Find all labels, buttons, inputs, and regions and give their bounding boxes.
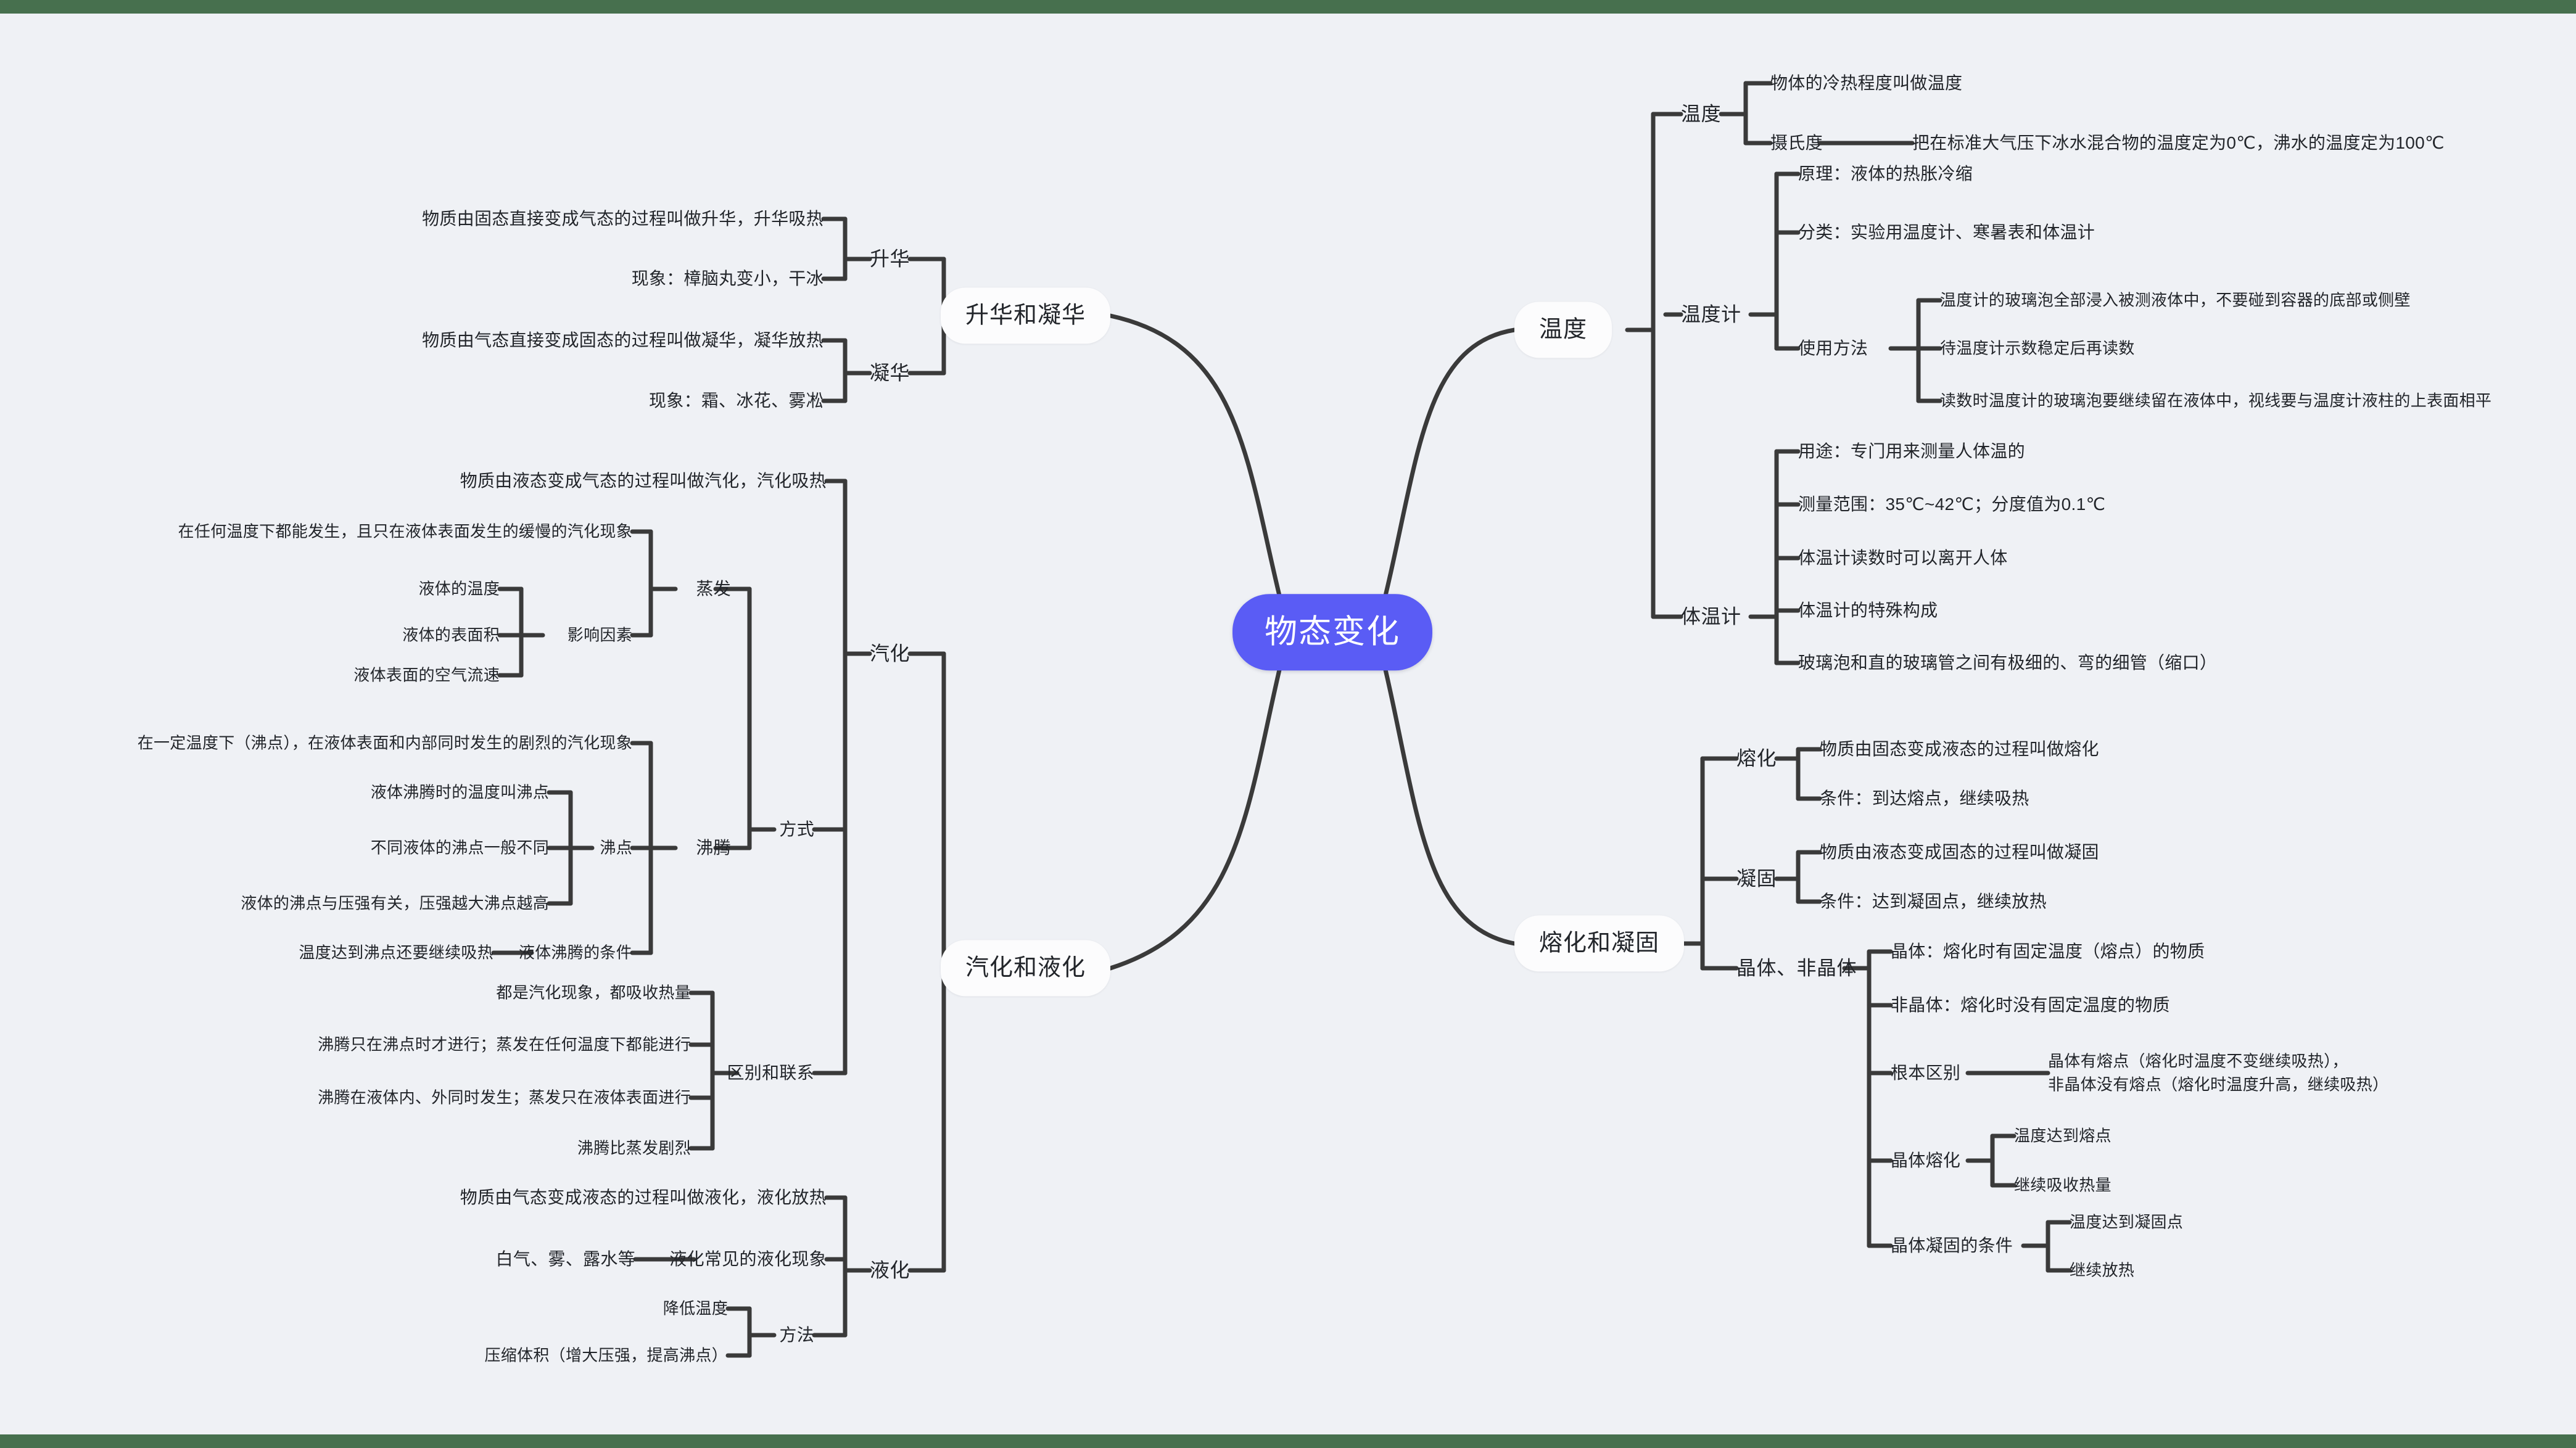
leaf-amorphous-definition[interactable]: 非晶体：熔化时没有固定温度的物质: [1891, 995, 2170, 1015]
leaf-sublimation-phenomena[interactable]: 现象：樟脑丸变小，干冰: [631, 269, 824, 289]
node-differences-and-links[interactable]: 区别和联系: [727, 1063, 814, 1083]
branch-node-temperature[interactable]: 温度: [1514, 302, 1612, 358]
leaf-crystal-melting-cond-1[interactable]: 温度达到熔点: [2014, 1126, 2112, 1145]
leaf-factor-air-flow[interactable]: 液体表面的空气流速: [353, 665, 500, 685]
leaf-clinical-structure[interactable]: 体温计的特殊构成: [1798, 601, 1938, 620]
difference-line-2: 非晶体没有熔点（熔化时温度升高，继续吸热）: [2048, 1075, 2389, 1093]
node-evaporation-factors[interactable]: 影响因素: [567, 625, 632, 644]
leaf-thermometer-types[interactable]: 分类：实验用温度计、寒暑表和体温计: [1798, 223, 2095, 242]
leaf-crystal-definition[interactable]: 晶体：熔化时有固定温度（熔点）的物质: [1891, 942, 2205, 961]
node-boiling-conditions[interactable]: 液体沸腾的条件: [518, 943, 632, 962]
node-boiling-point[interactable]: 沸点: [600, 838, 632, 857]
node-vaporization[interactable]: 汽化: [869, 642, 910, 665]
node-crystal-solidification-conditions[interactable]: 晶体凝固的条件: [1891, 1236, 2013, 1256]
node-crystal-melting[interactable]: 晶体熔化: [1891, 1151, 1961, 1170]
leaf-crystal-solidification-cond-2[interactable]: 继续放热: [2070, 1261, 2135, 1280]
branch-node-sublimation-deposition[interactable]: 升华和凝华: [940, 287, 1110, 344]
leaf-usage-step-2[interactable]: 待温度计示数稳定后再读数: [1940, 339, 2135, 358]
bottom-accent-band: [0, 1434, 2576, 1448]
node-melting[interactable]: 熔化: [1736, 747, 1777, 770]
leaf-clinical-purpose[interactable]: 用途：专门用来测量人体温的: [1798, 442, 2025, 461]
leaf-difference-3[interactable]: 沸腾在液体内、外同时发生；蒸发只在液体表面进行: [318, 1088, 691, 1107]
leaf-boiling-point-varies[interactable]: 不同液体的沸点一般不同: [370, 838, 549, 857]
leaf-celsius-definition[interactable]: 把在标准大气压下冰水混合物的温度定为0℃，沸水的温度定为100℃: [1912, 133, 2445, 153]
node-crystal-amorphous[interactable]: 晶体、非晶体: [1736, 956, 1857, 979]
leaf-solidification-condition[interactable]: 条件：达到凝固点，继续放热: [1820, 892, 2047, 911]
root-node[interactable]: 物态变化: [1232, 594, 1432, 670]
leaf-usage-step-1[interactable]: 温度计的玻璃泡全部浸入被测液体中，不要碰到容器的底部或侧壁: [1940, 290, 2411, 310]
leaf-clinical-constriction[interactable]: 玻璃泡和直的玻璃管之间有极细的、弯的细管（缩口）: [1798, 653, 2218, 673]
leaf-liquefaction-phenomena-detail[interactable]: 白气、雾、露水等: [495, 1249, 635, 1269]
leaf-difference-4[interactable]: 沸腾比蒸发剧烈: [577, 1138, 691, 1158]
leaf-factor-surface-area[interactable]: 液体的表面积: [402, 625, 500, 644]
leaf-difference-2[interactable]: 沸腾只在沸点时才进行；蒸发在任何温度下都能进行: [318, 1035, 691, 1054]
node-thermometer[interactable]: 温度计: [1681, 303, 1741, 326]
node-thermometer-usage[interactable]: 使用方法: [1798, 339, 1868, 358]
branch-node-melting-solidifying[interactable]: 熔化和凝固: [1514, 915, 1685, 972]
leaf-liquefaction-method-2[interactable]: 压缩体积（增大压强，提高沸点）: [484, 1346, 728, 1365]
leaf-liquefaction-definition[interactable]: 物质由气态变成液态的过程叫做液化，液化放热: [460, 1188, 827, 1207]
leaf-deposition-definition[interactable]: 物质由气态直接变成固态的过程叫做凝华，凝华放热: [422, 331, 824, 350]
node-fundamental-difference[interactable]: 根本区别: [1891, 1063, 1961, 1083]
leaf-boiling-condition-detail[interactable]: 温度达到沸点还要继续吸热: [299, 943, 493, 962]
node-sublimation[interactable]: 升华: [869, 247, 910, 270]
node-liquefaction-phenomena[interactable]: 液化常见的液化现象: [669, 1249, 827, 1269]
leaf-boiling-definition[interactable]: 在一定温度下（沸点），在液体表面和内部同时发生的剧烈的汽化现象: [137, 733, 632, 752]
leaf-factor-liquid-temperature[interactable]: 液体的温度: [418, 579, 500, 598]
node-solidification[interactable]: 凝固: [1736, 867, 1777, 890]
leaf-thermometer-principle[interactable]: 原理：液体的热胀冷缩: [1798, 164, 1973, 184]
node-evaporation[interactable]: 蒸发: [696, 579, 731, 599]
leaf-clinical-range[interactable]: 测量范围：35℃~42℃；分度值为0.1℃: [1798, 495, 2106, 514]
node-deposition[interactable]: 凝华: [869, 361, 910, 384]
leaf-liquefaction-method-1[interactable]: 降低温度: [663, 1299, 728, 1318]
node-vaporization-methods[interactable]: 方式: [779, 820, 814, 839]
leaf-difference-1[interactable]: 都是汽化现象，都吸收热量: [496, 983, 691, 1002]
branch-node-vaporization-liquefaction[interactable]: 汽化和液化: [940, 940, 1110, 997]
leaf-crystal-melting-cond-2[interactable]: 继续吸收热量: [2014, 1175, 2112, 1195]
node-clinical-thermometer[interactable]: 体温计: [1681, 605, 1741, 628]
node-boiling[interactable]: 沸腾: [696, 838, 731, 858]
leaf-usage-step-3[interactable]: 读数时温度计的玻璃泡要继续留在液体中，视线要与温度计液柱的上表面相平: [1940, 391, 2492, 410]
leaf-sublimation-definition[interactable]: 物质由固态直接变成气态的过程叫做升华，升华吸热: [422, 209, 824, 229]
leaf-boiling-point-pressure[interactable]: 液体的沸点与压强有关，压强越大沸点越高: [241, 894, 549, 913]
leaf-vaporization-definition[interactable]: 物质由液态变成气态的过程叫做汽化，汽化吸热: [460, 471, 827, 491]
node-liquefaction[interactable]: 液化: [869, 1259, 910, 1281]
leaf-crystal-solidification-cond-1[interactable]: 温度达到凝固点: [2070, 1212, 2184, 1232]
leaf-fundamental-difference-detail[interactable]: 晶体有熔点（熔化时温度不变继续吸热）， 非晶体没有熔点（熔化时温度升高，继续吸热）: [2048, 1050, 2388, 1096]
node-celsius[interactable]: 摄氏度: [1770, 133, 1823, 153]
leaf-temperature-definition[interactable]: 物体的冷热程度叫做温度: [1770, 73, 1963, 93]
top-accent-band: [0, 0, 2576, 14]
leaf-clinical-reading[interactable]: 体温计读数时可以离开人体: [1798, 548, 2008, 568]
leaf-melting-definition[interactable]: 物质由固态变成液态的过程叫做熔化: [1820, 739, 2099, 759]
leaf-deposition-phenomena[interactable]: 现象：霜、冰花、雾凇: [648, 391, 824, 411]
difference-line-1: 晶体有熔点（熔化时温度不变继续吸热），: [2048, 1051, 2348, 1071]
node-temperature-def-group[interactable]: 温度: [1681, 102, 1722, 125]
node-liquefaction-methods[interactable]: 方法: [779, 1325, 814, 1345]
leaf-boiling-point-definition[interactable]: 液体沸腾时的温度叫沸点: [370, 783, 549, 802]
leaf-solidification-definition[interactable]: 物质由液态变成固态的过程叫做凝固: [1820, 842, 2099, 862]
leaf-melting-condition[interactable]: 条件：到达熔点，继续吸热: [1820, 789, 2029, 808]
leaf-evaporation-definition[interactable]: 在任何温度下都能发生，且只在液体表面发生的缓慢的汽化现象: [178, 522, 632, 541]
